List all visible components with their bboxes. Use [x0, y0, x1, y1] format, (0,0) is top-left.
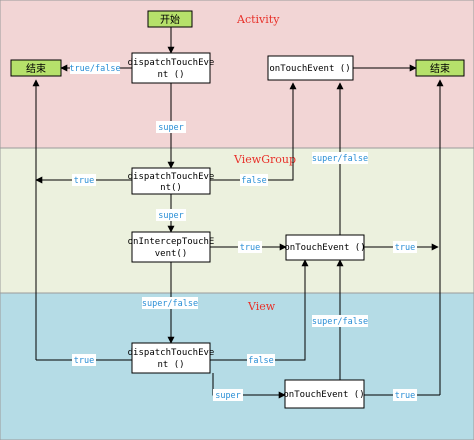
edge-label-viewgroup-ontouch-up: super/false — [312, 152, 368, 164]
edge-label-activity-super: super — [156, 121, 186, 133]
viewgroup-intercept-line2: vent() — [155, 249, 188, 259]
viewgroup-ontouch-label: onTouchEvent () — [284, 243, 365, 253]
edge-label-viewgroup-ontouch-true: true — [393, 241, 417, 253]
edge-label-view-ontouch-up: super/false — [312, 315, 368, 327]
svg-text:super/false: super/false — [312, 317, 368, 327]
viewgroup-dispatch-line2: nt() — [160, 183, 182, 193]
svg-text:super: super — [158, 123, 184, 133]
edge-label-view-super: super — [213, 389, 243, 401]
edge-label-view-ontouch-true: true — [393, 389, 417, 401]
start-label: 开始 — [160, 13, 180, 26]
svg-text:false: false — [248, 356, 274, 366]
svg-text:true: true — [395, 243, 415, 253]
viewgroup-intercept-line1: onIntercepTouchE — [128, 237, 215, 247]
svg-text:true: true — [240, 243, 260, 253]
svg-text:true: true — [395, 391, 415, 401]
view-dispatch-line2: nt () — [157, 360, 184, 370]
edge-label-activity-true-false: true/false — [69, 62, 121, 74]
edge-label-view-true: true — [72, 354, 96, 366]
activity-dispatch-node: dispatchTouchEve nt () — [128, 52, 215, 84]
view-ontouch-label: onTouchEvent () — [283, 390, 364, 400]
svg-text:false: false — [241, 176, 267, 186]
activity-ontouch-label: onTouchEvent () — [269, 64, 350, 74]
edge-label-intercept-super-false: super/false — [142, 297, 198, 309]
svg-text:super: super — [158, 211, 184, 221]
view-dispatch-node: dispatchTouchEve nt () — [128, 342, 215, 374]
end-node-left: 结束 — [10, 59, 62, 77]
edge-label-viewgroup-false: false — [240, 174, 268, 186]
viewgroup-dispatch-node: dispatchTouchEve nt() — [128, 167, 215, 195]
view-section — [0, 292, 474, 440]
activity-section-title: Activity — [236, 13, 280, 26]
view-ontouch-node: onTouchEvent () — [283, 379, 365, 409]
end-left-label: 结束 — [26, 62, 46, 75]
end-right-label: 结束 — [430, 62, 450, 75]
edge-label-viewgroup-true: true — [72, 174, 96, 186]
edge-label-intercept-true: true — [238, 241, 262, 253]
view-section-title: View — [247, 300, 276, 313]
svg-text:super: super — [215, 391, 241, 401]
end-node-right: 结束 — [415, 59, 465, 77]
viewgroup-intercept-node: onIntercepTouchE vent() — [128, 231, 215, 263]
viewgroup-section-title: ViewGroup — [233, 153, 296, 166]
edge-label-view-false: false — [247, 354, 275, 366]
svg-text:super/false: super/false — [312, 154, 368, 164]
view-dispatch-line1: dispatchTouchEve — [128, 348, 215, 358]
svg-text:true: true — [74, 356, 94, 366]
svg-text:true: true — [74, 176, 94, 186]
svg-text:true/false: true/false — [69, 64, 120, 74]
viewgroup-dispatch-line1: dispatchTouchEve — [128, 172, 215, 182]
activity-dispatch-line1: dispatchTouchEve — [128, 58, 215, 68]
viewgroup-ontouch-node: onTouchEvent () — [284, 234, 366, 261]
activity-ontouch-node: onTouchEvent () — [267, 55, 354, 81]
viewgroup-section — [0, 147, 474, 294]
svg-text:super/false: super/false — [142, 299, 198, 309]
edge-label-viewgroup-super: super — [156, 209, 186, 221]
start-node: 开始 — [147, 10, 193, 28]
activity-dispatch-line2: nt () — [157, 70, 184, 80]
